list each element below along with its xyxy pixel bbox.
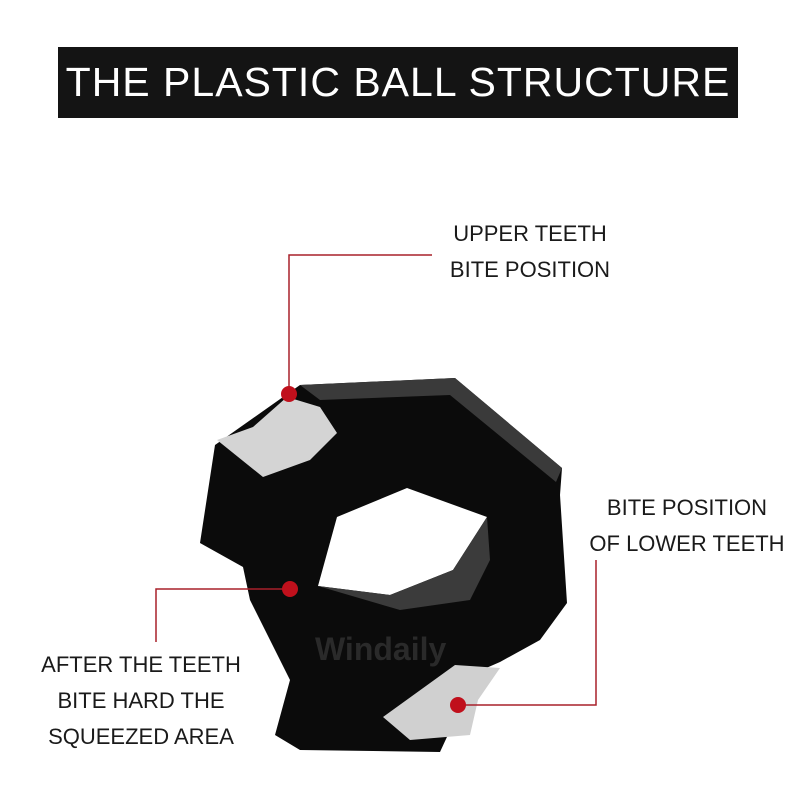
lower-callout-line [458, 560, 597, 706]
label-line: AFTER THE TEETH [41, 652, 241, 677]
squeezed-marker-dot [282, 581, 298, 597]
squeezed-callout-line [155, 588, 290, 642]
upper-marker-dot [281, 386, 297, 402]
upper-teeth-bite-area [217, 397, 337, 477]
label-line: BITE POSITION [606, 495, 768, 520]
lower-teeth-label: BITE POSITION OF LOWER TEETH [584, 490, 790, 562]
callout-lines [155, 254, 597, 706]
lower-marker-dot [450, 697, 466, 713]
center-hole [318, 488, 487, 595]
upper-teeth-label: UPPER TEETH BITE POSITION [440, 216, 620, 288]
title-banner: THE PLASTIC BALL STRUCTURE [58, 47, 738, 118]
label-line: BITE POSITION [449, 257, 611, 282]
squeezed-area-label: AFTER THE TEETH BITE HARD THE SQUEEZED A… [36, 647, 246, 755]
upper-callout-line [288, 254, 432, 394]
label-line: SQUEEZED AREA [48, 724, 234, 749]
label-line: OF LOWER TEETH [589, 531, 785, 556]
label-line: UPPER TEETH [453, 221, 607, 246]
lower-teeth-bite-area [383, 665, 500, 740]
body-edge-highlight [300, 378, 562, 482]
hole-inner-wall [318, 517, 490, 610]
watermark: Windaily [315, 631, 446, 667]
label-line: BITE HARD THE [57, 688, 225, 713]
page-title: THE PLASTIC BALL STRUCTURE [65, 59, 731, 105]
